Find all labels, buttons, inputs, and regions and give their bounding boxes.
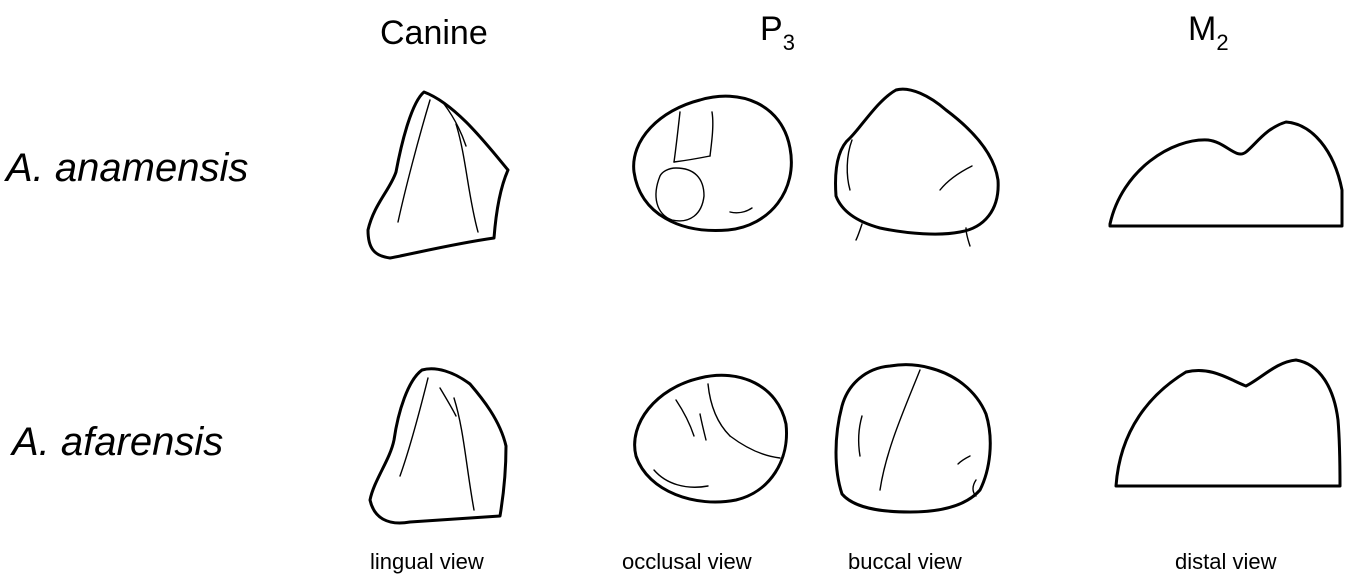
anamensis-p3-occlusal-drawing bbox=[634, 96, 792, 230]
anamensis-p3-buccal-drawing bbox=[836, 89, 999, 246]
afarensis-p3-occlusal-drawing bbox=[635, 375, 787, 502]
anamensis-canine-lingual-drawing bbox=[368, 92, 508, 258]
afarensis-canine-lingual-drawing bbox=[370, 369, 506, 523]
anamensis-m2-distal-drawing bbox=[1110, 122, 1342, 226]
afarensis-p3-buccal-drawing bbox=[836, 365, 990, 512]
afarensis-m2-distal-drawing bbox=[1116, 360, 1340, 486]
